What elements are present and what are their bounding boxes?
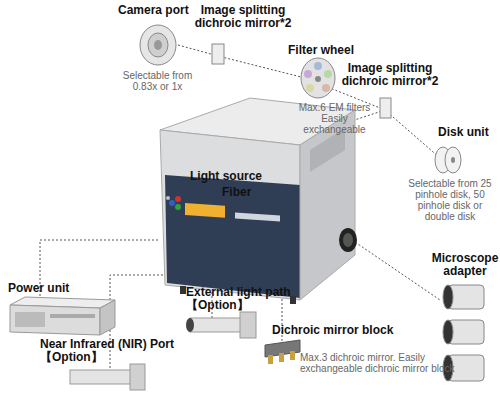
description-text: Max.3 dichroic mirror. Easily exchangeab…	[300, 352, 470, 374]
part-label: External light path 【Option】	[186, 286, 306, 312]
part-label: Near Infrared (NIR) Port 【Option】	[40, 338, 190, 364]
external-light-path	[186, 312, 256, 338]
disk-unit	[435, 147, 461, 173]
power-unit	[10, 297, 115, 335]
nir-port	[70, 364, 145, 390]
light-source-icon	[166, 196, 181, 210]
description-text: Selectable from 0.83x or 1x	[110, 70, 205, 92]
filter-wheel	[301, 58, 335, 98]
part-label: Fiber	[222, 186, 262, 199]
dichroic-mirror-block	[265, 340, 300, 364]
part-label: Image splitting dichroic mirror*2	[340, 62, 440, 88]
description-text: Max.6 EM filters Easily exchangeable	[292, 102, 377, 135]
camera-port	[140, 25, 176, 65]
part-label: Power unit	[8, 282, 88, 295]
part-label: Dichroic mirror block	[272, 324, 412, 337]
part-label: Microscope adapter	[430, 252, 500, 278]
part-label: Filter wheel	[288, 44, 378, 57]
description-text: Selectable from 25 pinhole disk, 50 pinh…	[404, 178, 496, 222]
part-label: Image splitting dichroic mirror*2	[193, 4, 293, 30]
part-label: Disk unit	[438, 126, 498, 139]
part-label: Camera port	[118, 4, 208, 17]
dichroic-mirror	[380, 98, 391, 118]
leader-lines	[40, 45, 440, 368]
part-label: Light source	[190, 170, 270, 183]
dichroic-mirror	[212, 44, 224, 64]
